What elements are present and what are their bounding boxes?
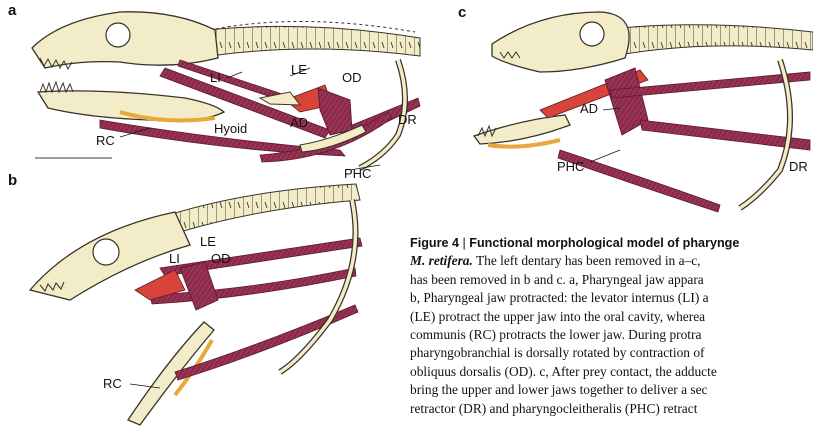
label-c-PHC: PHC [557,159,584,174]
panel-b-drawing [30,184,362,425]
caption-line-2: has been removed in b and c. a, Pharynge… [410,271,813,289]
label-a-LE: LE [291,62,307,77]
caption-line-4: (LE) protract the upper jaw into the ora… [410,308,813,326]
label-b-LE: LE [200,234,216,249]
label-a-PHC: PHC [344,166,371,181]
caption-title: Figure 4 | Functional morphological mode… [410,234,813,252]
label-c-AD: AD [580,101,598,116]
caption-line-1-text: The left dentary has been removed in a–c… [473,253,701,268]
caption-line-6: pharyngobranchial is dorsally rotated by… [410,344,813,362]
caption-line-1: M. retifera. The left dentary has been r… [410,252,813,270]
caption-line-9: retractor (DR) and pharyngocleitheralis … [410,400,813,418]
caption-line-3: b, Pharyngeal jaw protracted: the levato… [410,289,813,307]
caption-line-8: bring the upper and lower jaws together … [410,381,813,399]
label-a-DR: DR [398,112,417,127]
label-a-AD: AD [290,115,308,130]
label-b-OD: OD [211,251,231,266]
label-b-RC: RC [103,376,122,391]
caption-title-text: Functional morphological model of pharyn… [469,236,739,250]
caption-species: M. retifera. [410,253,473,268]
label-c-DR: DR [789,159,808,174]
caption-figure-number: Figure 4 [410,236,459,250]
label-b-LI: LI [169,251,180,266]
label-a-OD: OD [342,70,362,85]
caption-line-5: communis (RC) protracts the lower jaw. D… [410,326,813,344]
label-a-RC: RC [96,133,115,148]
panel-a-drawing [32,12,420,170]
panel-c-drawing [474,12,813,212]
label-a-LI: LI [210,70,221,85]
caption-separator: | [463,236,466,250]
figure-caption: Figure 4 | Functional morphological mode… [410,234,813,418]
caption-line-7: obliquus dorsalis (OD). c, After prey co… [410,363,813,381]
label-a-Hyoid: Hyoid [214,121,247,136]
